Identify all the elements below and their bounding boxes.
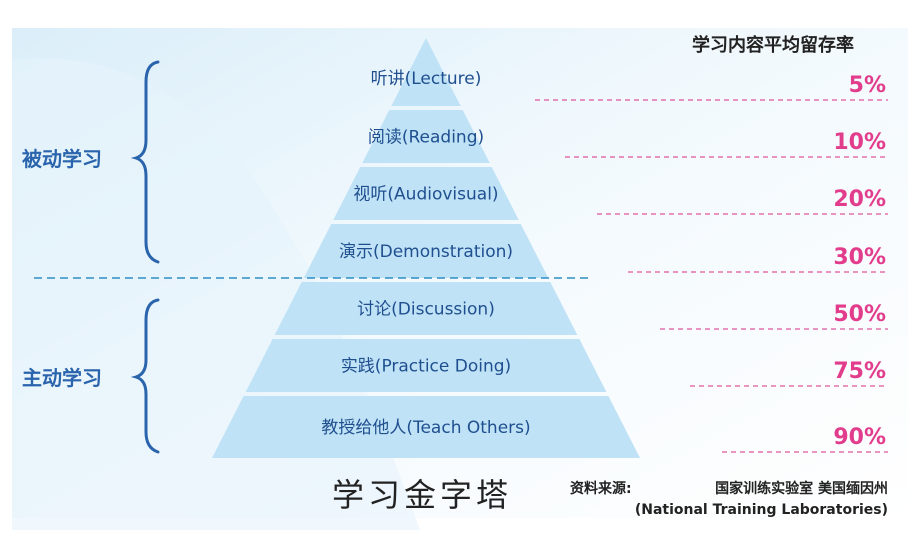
source-org-en: (National Training Laboratories) [635, 502, 888, 518]
pyramid-tier-3 [333, 167, 519, 220]
active-brace [130, 298, 160, 454]
pyramid-tier-2 [362, 110, 490, 163]
retention-percentage: 75% [833, 359, 886, 384]
pyramid-tier-label: 听讲(Lecture) [371, 69, 482, 89]
retention-percentage: 5% [849, 73, 886, 98]
pyramid-tier-7 [212, 396, 640, 458]
pyramid-tier-5 [274, 282, 578, 335]
passive-learning-label: 被动学习 [22, 147, 102, 171]
pyramid-tier-label: 阅读(Reading) [368, 128, 484, 148]
pyramid-tier-6 [245, 339, 607, 392]
source-label: 资料来源: [570, 480, 632, 497]
active-learning-label: 主动学习 [22, 366, 102, 390]
pyramid-tier-label: 演示(Demonstration) [339, 242, 513, 262]
pyramid-tier-1 [391, 38, 461, 106]
retention-percentage: 50% [833, 302, 886, 327]
pyramid-tier-4 [303, 224, 549, 278]
pyramid-tier-label: 教授给他人(Teach Others) [321, 418, 530, 438]
source-org: 国家训练实验室 美国缅因州 [715, 480, 888, 497]
pyramid-tiers: 听讲(Lecture) 5% 阅读(Reading) 10% 视听(Audiovisua… [212, 38, 888, 458]
pyramid-tier-label: 视听(Audiovisual) [353, 185, 498, 205]
passive-brace [130, 60, 160, 264]
retention-percentage: 20% [833, 187, 886, 212]
retention-percentage: 10% [833, 130, 886, 155]
pyramid-title: 学习金字塔 [332, 476, 512, 514]
retention-percentage: 90% [833, 425, 886, 450]
pyramid-tier-label: 实践(Practice Doing) [341, 357, 511, 377]
pyramid-tier-label: 讨论(Discussion) [357, 300, 495, 320]
retention-header: 学习内容平均留存率 [692, 34, 854, 56]
retention-percentage: 30% [833, 245, 886, 270]
